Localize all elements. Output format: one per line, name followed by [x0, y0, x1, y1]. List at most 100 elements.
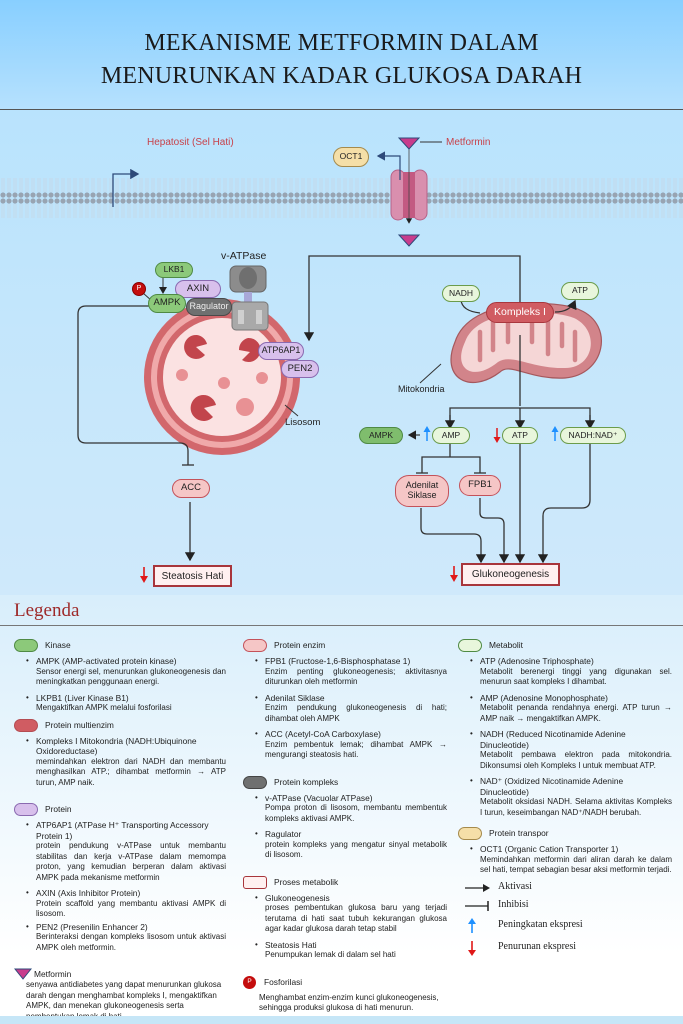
mitochondrion	[450, 302, 602, 383]
acc-node: ACC	[172, 479, 210, 498]
legend-item: PEN2 (Presenilin Enhancer 2)Berinteraksi…	[26, 922, 226, 954]
v-atpase-label: v-ATPase	[221, 250, 267, 262]
nadh-to-gluco	[537, 443, 591, 564]
legend-enzyme: Protein enzim	[243, 639, 447, 652]
metabolite-swatch	[458, 639, 482, 652]
protein-swatch	[14, 803, 38, 816]
metformin-icon-top	[397, 137, 421, 150]
ampk-right-node: AMPK	[359, 427, 403, 444]
complex-swatch	[243, 775, 267, 789]
oct1-pointer	[376, 151, 401, 180]
hepatocyte-pointer	[112, 168, 140, 207]
phospho-swatch-icon: P	[243, 975, 256, 989]
legend-item: ATP6AP1 (ATPase H⁺ Transporting Accessor…	[26, 820, 226, 883]
amp-inhibition-lines	[421, 443, 481, 473]
gluco-decrease-arrow	[450, 566, 458, 582]
legend-item: LKPB1 (Liver Kinase B1)Mengaktifkan AMPK…	[26, 693, 226, 714]
fpb1-to-gluco	[479, 498, 510, 564]
atp-top-node: ATP	[561, 282, 599, 300]
legend: Legenda Kinase AMPK (AMP-activated prote…	[0, 595, 683, 1021]
nadh-increase-arrow	[551, 426, 559, 441]
lysosome	[144, 299, 300, 455]
adenylate-to-gluco	[420, 508, 487, 564]
legend-item: AMPK (AMP-activated protein kinase)Senso…	[26, 656, 226, 688]
legend-transport: Protein transpor	[458, 827, 672, 840]
steatosis-node: Steatosis Hati	[153, 565, 232, 587]
lysosome-pointer	[284, 404, 299, 417]
nadh-node: NADH	[442, 285, 480, 302]
regulator-node: Ragulator	[186, 298, 232, 316]
legend-column-3: Metabolit ATP (Adenosine Triphosphate)Me…	[458, 639, 672, 956]
atp6ap1-node: ATP6AP1	[258, 342, 304, 360]
pen2-node: PEN2	[281, 360, 319, 378]
metformin-swatch-icon	[14, 968, 32, 980]
kinase-swatch	[14, 639, 38, 652]
complex-to-atp	[554, 299, 577, 313]
fpb1-node: FPB1	[459, 475, 501, 496]
footer-bar	[0, 1016, 683, 1024]
metformin-label: Metformin	[446, 137, 491, 148]
legend-complex: Protein kompleks	[243, 775, 447, 789]
multienzyme-swatch	[14, 718, 38, 732]
transport-swatch	[458, 827, 482, 840]
legend-divider	[0, 625, 683, 626]
legend-title: Legenda	[14, 600, 80, 621]
legend-metformin: Metformin	[14, 968, 226, 980]
diagram-graphics	[0, 137, 683, 583]
legend-item: NAD⁺ (Oxidized Nicotinamide Adenine Dinu…	[470, 776, 672, 818]
complex1-node: Kompleks I	[486, 302, 554, 323]
legend-item: ACC (Acetyl-CoA Carboxylase)Enzim pemben…	[255, 729, 447, 761]
ampk-to-acc-inhibition	[77, 305, 189, 465]
metformin-icon-inside	[397, 234, 421, 247]
legend-item: ATP (Adenosine Triphosphate)Metabolit be…	[470, 656, 672, 688]
legend-item: FPB1 (Fructose-1,6-Bisphosphatase 1)Enzi…	[255, 656, 447, 688]
title-line-1: MEKANISME METFORMIN DALAM	[144, 30, 539, 56]
cell-membrane	[0, 176, 683, 220]
key-decrease: Penurunan ekspresi	[464, 940, 672, 956]
legend-item: AMP (Adenosine Monophosphate)Metabolit p…	[470, 693, 672, 725]
legend-item: NADH (Reduced Nicotinamide Adenine Dinuc…	[470, 729, 672, 771]
adenylate-cyclase-node: Adenilat Siklase	[395, 475, 449, 507]
atp-mid-node: ATP	[502, 427, 538, 444]
atp-decrease-arrow	[493, 428, 501, 443]
metformin-channel	[390, 169, 428, 221]
legend-item: Kompleks I Mitokondria (NADH:Ubiquinone …	[26, 736, 226, 789]
lysosome-label: Lisosom	[285, 417, 321, 428]
legend-multienzyme: Protein multienzim	[14, 718, 226, 732]
mitochondria-pointer	[419, 363, 442, 384]
header: MEKANISME METFORMIN DALAM MENURUNKAN KAD…	[0, 0, 683, 110]
mitochondria-label: Mitokondria	[398, 384, 445, 394]
oct1-node: OCT1	[333, 147, 369, 167]
lkb1-node: LKB1	[155, 262, 193, 278]
pathway-diagram: Hepatosit (Sel Hati) Metformin OCT1 v-AT…	[0, 110, 683, 595]
ampk-node: AMPK	[148, 294, 186, 313]
legend-item: OCT1 (Organic Cation Transporter 1)Memin…	[470, 844, 672, 876]
legend-column-2: Protein enzim FPB1 (Fructose-1,6-Bisphos…	[243, 639, 447, 1014]
gluconeogenesis-node: Glukoneogenesis	[461, 563, 560, 586]
process-swatch	[243, 875, 267, 889]
nadh-nad-node: NADH:NAD⁺	[560, 427, 626, 444]
phospho-badge: P	[132, 282, 146, 296]
legend-kinase: Kinase	[14, 639, 226, 652]
title-line-2: MENURUNKAN KADAR GLUKOSA DARAH	[100, 63, 583, 89]
legend-item: v-ATPase (Vacuolar ATPase)Pompa proton d…	[255, 793, 447, 825]
enzyme-swatch	[243, 639, 267, 652]
legend-item: AXIN (Axis Inhibitor Protein)Protein sca…	[26, 888, 226, 920]
key-increase: Peningkatan ekspresi	[464, 917, 672, 934]
hepatocyte-label: Hepatosit (Sel Hati)	[147, 137, 234, 148]
legend-column-1: Kinase AMPK (AMP-activated protein kinas…	[14, 639, 226, 1022]
legend-protein: Protein	[14, 803, 226, 816]
key-inhibition: Inhibisi	[465, 899, 529, 911]
amp-node: AMP	[432, 427, 470, 444]
v-atpase-icon	[229, 265, 269, 331]
key-activation: Aktivasi	[464, 882, 672, 894]
legend-process: Proses metabolik	[243, 875, 447, 889]
phospho-desc: Menghambat enzim-enzim kunci glukoneogen…	[259, 992, 439, 1013]
legend-metabolite: Metabolit	[458, 639, 672, 652]
metformin-to-lysosome-arrow	[303, 255, 521, 342]
